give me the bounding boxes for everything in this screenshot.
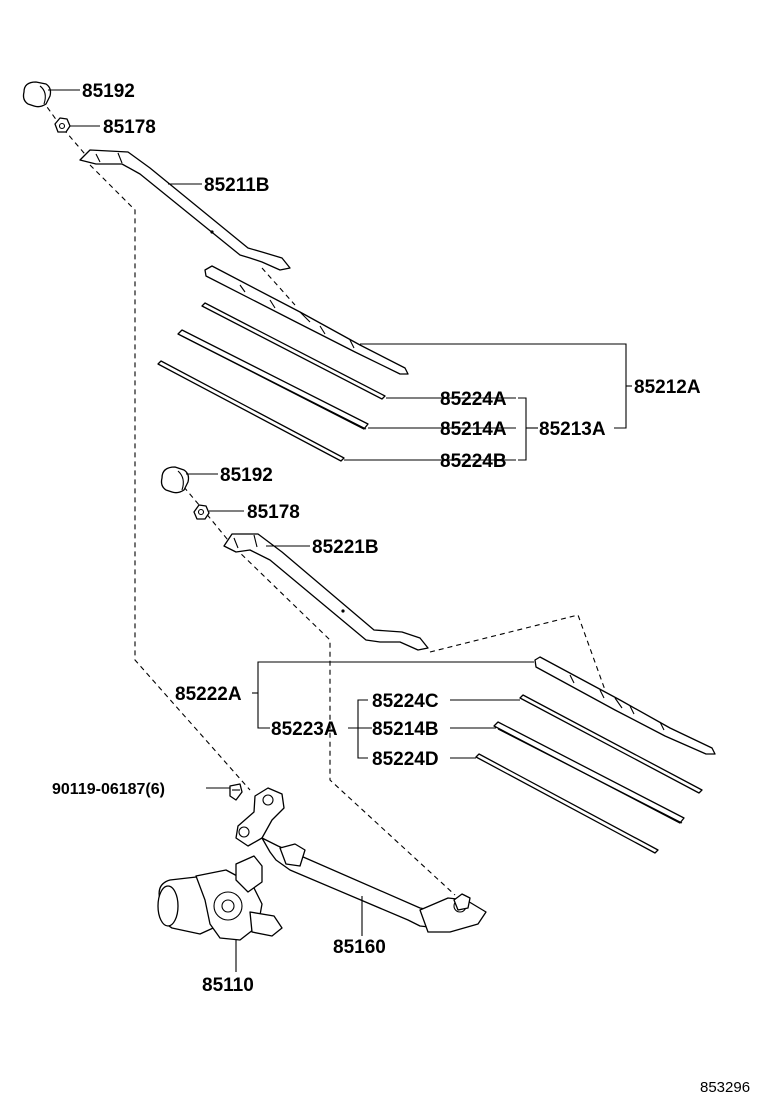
blade-insert-a — [201, 302, 386, 400]
label-nut-lower: 85178 — [247, 502, 300, 523]
blade-rubber-strip-a — [177, 329, 369, 430]
label-strip-b: 85214B — [372, 719, 439, 740]
nut-lower — [193, 504, 210, 520]
label-insert-c: 85224C — [372, 691, 439, 712]
label-cap-lower: 85192 — [220, 465, 273, 486]
wiper-blade-lower — [534, 656, 716, 755]
label-blade-assy-upper: 85212A — [634, 377, 701, 398]
blade-insert-c — [519, 694, 703, 794]
label-rubber-upper: 85213A — [539, 419, 606, 440]
wiper-motor — [157, 855, 283, 941]
wiper-arm-lower — [223, 533, 429, 651]
label-arm-lower: 85221B — [312, 537, 379, 558]
part-labels: 85192 85178 85211B 85212A 85224A 85214A … — [52, 81, 750, 1096]
label-nut-upper: 85178 — [103, 117, 156, 138]
label-blade-assy-lower: 85222A — [175, 684, 242, 705]
nut-upper — [54, 117, 71, 133]
label-rubber-lower: 85223A — [271, 719, 338, 740]
label-insert-d: 85224D — [372, 749, 439, 770]
label-arm-upper: 85211B — [204, 175, 270, 196]
blade-insert-b — [157, 360, 345, 462]
label-cap-upper: 85192 — [82, 81, 135, 102]
wiper-arm-cap-upper — [22, 81, 52, 108]
wiper-link-assembly — [235, 787, 487, 933]
blade-insert-d — [475, 753, 659, 854]
label-insert-b: 85224B — [440, 451, 507, 472]
wiper-blade-upper — [204, 265, 409, 375]
label-insert-a: 85224A — [440, 389, 507, 410]
leader-lines — [48, 89, 632, 972]
label-link: 85160 — [333, 937, 386, 958]
bolt — [229, 783, 243, 801]
wiper-arm-upper — [79, 149, 291, 271]
wiper-arm-cap-lower — [160, 466, 190, 494]
label-bolt: 90119-06187(6) — [52, 781, 165, 798]
label-motor: 85110 — [202, 975, 254, 996]
blade-rubber-strip-b — [493, 721, 685, 824]
label-strip-a: 85214A — [440, 419, 507, 440]
diagram-code: 853296 — [700, 1079, 750, 1096]
